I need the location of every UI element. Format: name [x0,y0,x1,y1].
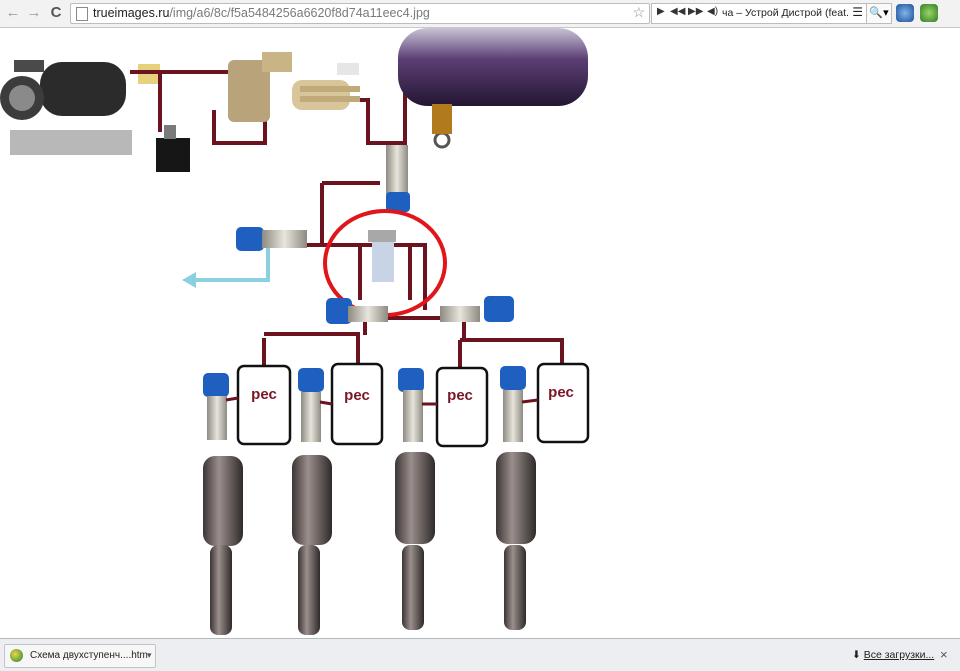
address-bar[interactable]: trueimages.ru/img/a6/8c/f5a5484256a6620f… [70,3,650,24]
bookmark-star-icon[interactable]: ☆ [632,4,645,21]
wheel-assembly-2 [292,368,332,635]
close-icon[interactable]: × [940,647,948,662]
all-downloads-label: Все загрузки... [864,649,935,661]
wheel-assembly-4 [496,366,536,630]
page-icon [76,7,88,21]
compressor [0,60,132,155]
receiver-label-2: рес [344,387,370,404]
extension-green-icon[interactable] [920,4,938,22]
download-filename: Схема двухступенч....htm [30,650,148,661]
track-title: ча – Устрой Дистрой (feat. no [722,7,848,19]
volume-icon[interactable]: ◀) [707,6,718,17]
pressure-switch [156,125,190,172]
exhaust-solenoid-valve [182,227,307,288]
previous-track-icon[interactable]: ◀◀ [670,6,685,17]
regulator-valve [228,52,360,122]
receiver-label-3: рес [447,387,473,404]
url-path: /img/a6/8c/f5a5484256a6620f8d74a11eec4.j… [169,6,429,20]
receiver-box-1: рес [238,366,290,444]
music-player-extension[interactable]: ▶ ◀◀ ▶▶ ◀) ча – Устрой Дистрой (feat. no… [651,3,867,24]
receiver-label-4: рес [548,384,574,401]
file-icon [10,649,23,662]
all-downloads-link[interactable]: ⬇ Все загрузки... [852,649,934,661]
next-track-icon[interactable]: ▶▶ [688,6,703,17]
receiver-box-3: рес [437,368,487,446]
reload-button[interactable]: C [46,4,66,22]
menu-icon[interactable]: ☰ [852,5,863,19]
pneumatic-diagram: рес рес рес рес [0,28,960,638]
download-menu-chevron-icon[interactable]: ▾ [147,650,152,661]
download-arrow-icon: ⬇ [852,649,861,661]
download-bar: Схема двухступенч....htm ▾ ⬇ Все загрузк… [0,638,960,671]
wheel-assembly-3 [395,368,435,630]
forward-button[interactable]: → [24,4,44,22]
air-filter [368,230,396,282]
url-host: trueimages.ru [93,6,169,20]
receiver-box-4: рес [538,364,588,442]
tank-outlet-fitting [386,145,410,212]
url-text: trueimages.ru/img/a6/8c/f5a5484256a6620f… [93,6,430,20]
extension-globe-icon[interactable] [896,4,914,22]
air-tank [398,28,588,147]
receiver-label-1: рес [251,386,277,403]
back-button[interactable]: ← [3,4,23,22]
browser-toolbar: ← → C trueimages.ru/img/a6/8c/f5a5484256… [0,0,960,28]
play-icon[interactable]: ▶ [657,6,665,17]
download-item[interactable]: Схема двухступенч....htm ▾ [4,644,156,668]
search-button[interactable]: 🔍▾ [866,3,892,24]
image-viewport: рес рес рес рес [0,28,960,638]
receiver-box-2: рес [332,364,382,444]
